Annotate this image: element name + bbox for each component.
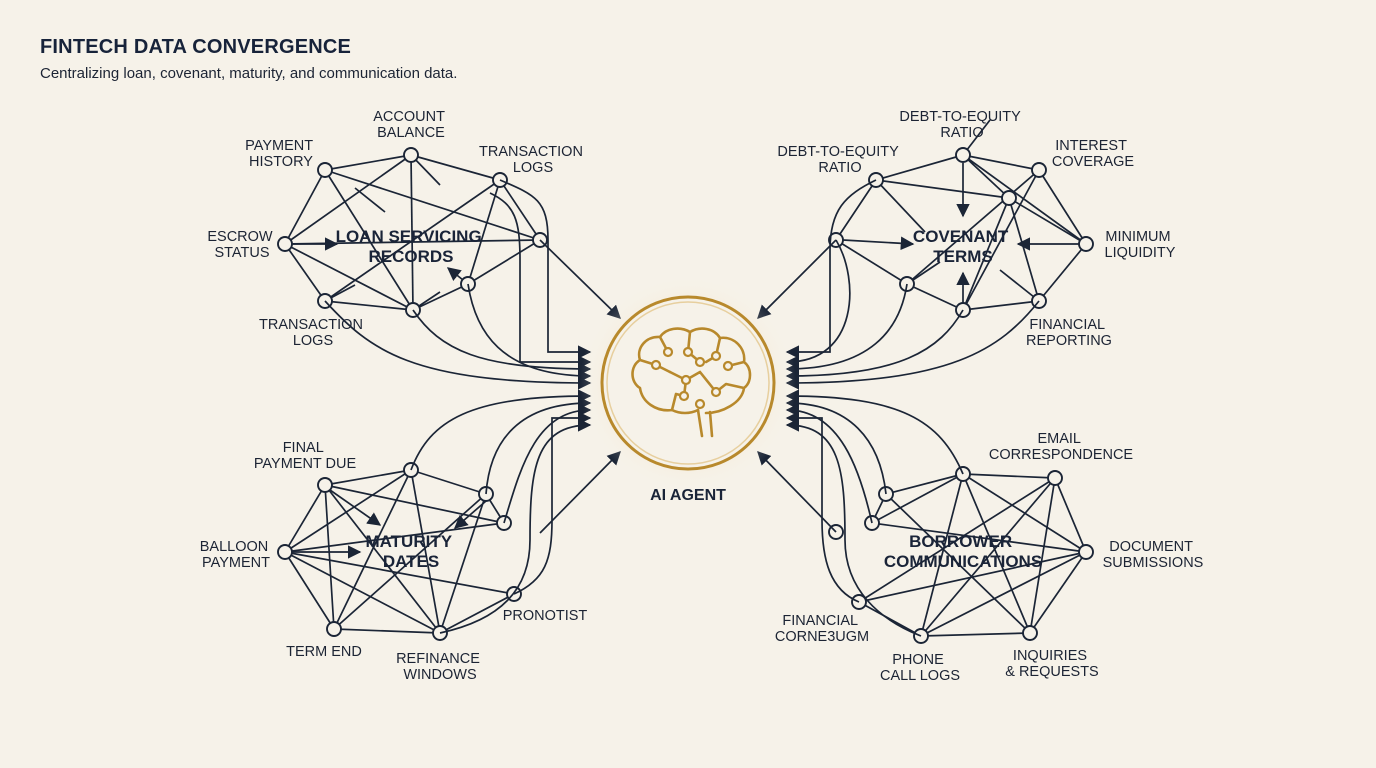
cluster-edges — [858, 473, 1087, 637]
label-transaction-logs-top: TRANSACTION LOGS — [479, 144, 587, 176]
label-term-end: TERM END — [286, 644, 362, 660]
brain-icon — [631, 327, 752, 438]
cluster-borrower-communications: BORROWER COMMUNICATIONS EMAIL CORRESPOND… — [775, 431, 1203, 684]
cluster-nodes — [828, 147, 1094, 318]
label-minimum-liquidity: MINIMUM LIQUIDITY — [1105, 229, 1176, 261]
ai-agent-label: AI AGENT — [650, 487, 726, 504]
label-financial-reporting: FINANCIAL REPORTING — [1026, 317, 1112, 349]
label-account-balance: ACCOUNT BALANCE — [373, 109, 448, 141]
cluster-title: MATURITY DATES — [366, 532, 457, 571]
label-transaction-logs-bottom: TRANSACTION LOGS — [259, 317, 367, 349]
label-document-submissions: DOCUMENT SUBMISSIONS — [1103, 539, 1204, 571]
label-phone-call-logs: PHONE CALL LOGS — [880, 652, 960, 684]
cluster-title: BORROWER COMMUNICATIONS — [884, 532, 1042, 571]
cluster-title: COVENANT TERMS — [913, 227, 1013, 266]
label-pronotist: PRONOTIST — [503, 608, 588, 624]
page-title: FINTECH DATA CONVERGENCE — [40, 36, 352, 58]
label-escrow-status: ESCROW STATUS — [207, 229, 276, 261]
label-financial-corneslogm: FINANCIAL CORNE3UGM — [775, 613, 869, 645]
page-subtitle: Centralizing loan, covenant, maturity, a… — [40, 65, 458, 82]
cluster-arrows — [290, 489, 487, 559]
label-debt-to-equity-ratio-top: DEBT-TO-EQUITY RATIO — [899, 109, 1024, 141]
cluster-maturity-dates: MATURITY DATES FINAL PAYMENT DUE BALLOON… — [200, 440, 588, 683]
cluster-edges — [835, 119, 1087, 311]
cluster-covenant-terms: COVENANT TERMS DEBT-TO-EQUITY RATIO DEBT… — [777, 109, 1175, 349]
label-email-correspondence: EMAIL CORRESPONDENCE — [989, 431, 1134, 463]
label-refinance-windows: REFINANCE WINDOWS — [396, 651, 484, 683]
cluster-title: LOAN SERVICING RECORDS — [336, 227, 487, 266]
cluster-arrows — [842, 163, 1079, 303]
label-inquiries-requests: INQUIRIES & REQUESTS — [1005, 648, 1098, 680]
flow-lines — [324, 179, 1040, 637]
ai-agent-hub: AI AGENT — [580, 275, 796, 504]
label-debt-to-equity-ratio-left: DEBT-TO-EQUITY RATIO — [777, 144, 902, 176]
cluster-nodes — [828, 466, 1094, 644]
label-final-payment-due: FINAL PAYMENT DUE — [254, 440, 357, 472]
label-balloon-payment: BALLOON PAYMENT — [200, 539, 273, 571]
cluster-loan-servicing: LOAN SERVICING RECORDS ACCOUNT BALANCE P… — [207, 109, 587, 349]
cluster-nodes — [277, 147, 548, 318]
label-interest-coverage: INTEREST COVERAGE — [1052, 138, 1135, 170]
label-payment-history: PAYMENT HISTORY — [245, 138, 317, 170]
